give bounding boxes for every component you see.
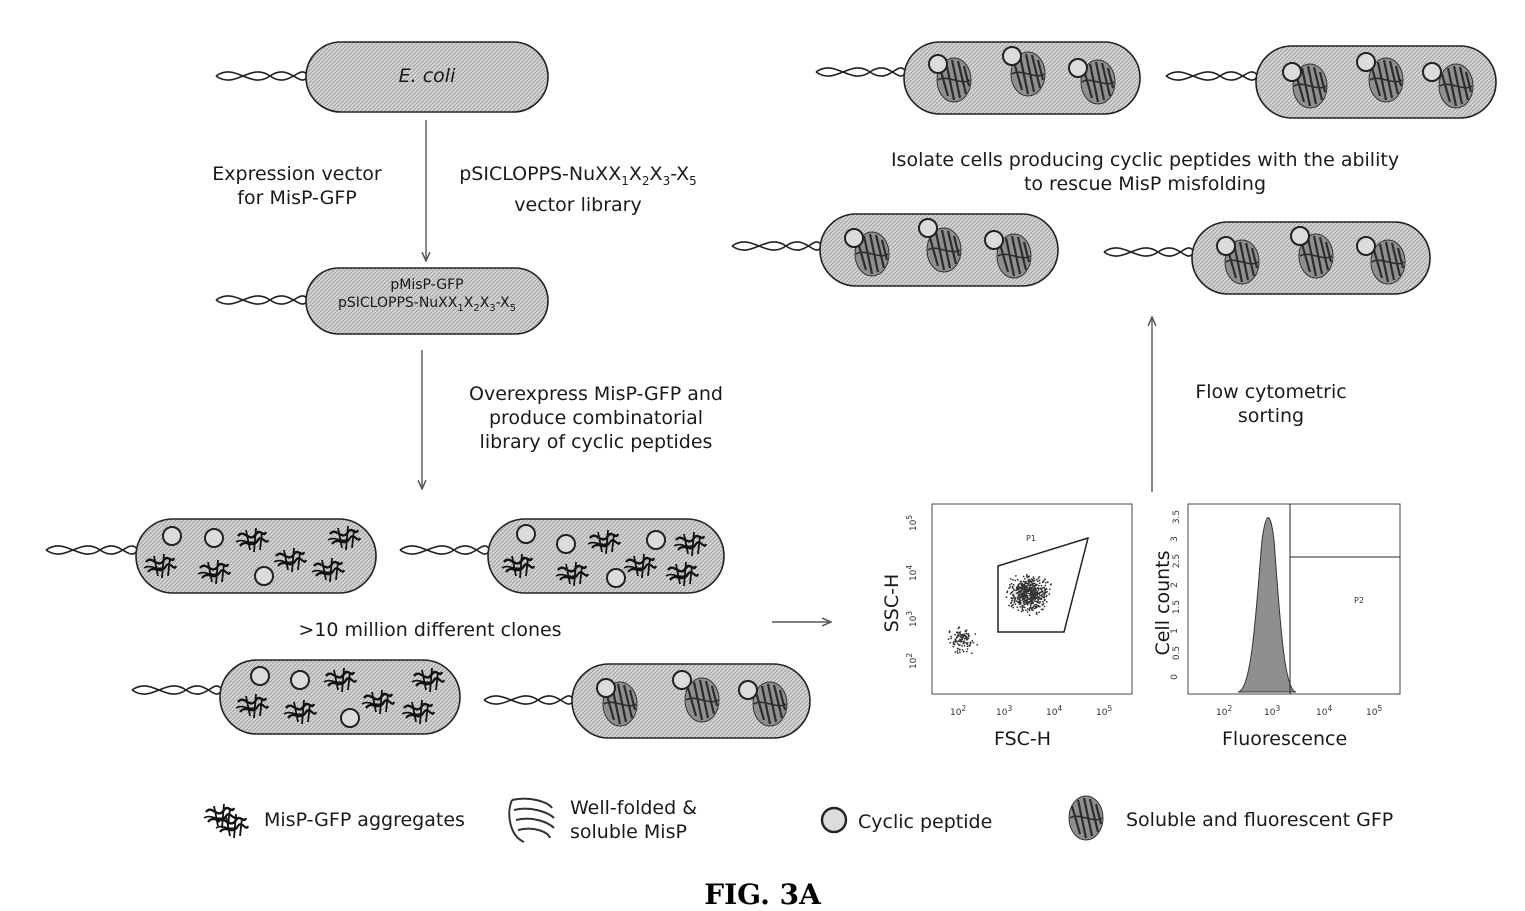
legend-gfp-text: Soluble and fluorescent GFP	[1126, 808, 1393, 832]
scatter-ylabel: SSC-H	[881, 573, 903, 633]
scatter-xtick-3: 104	[1046, 704, 1062, 718]
hist-ytick-3: 2.5	[1172, 554, 1182, 568]
scatter-xlabel: FSC-H	[994, 728, 1051, 750]
histogram-xlabel: Fluorescence	[1222, 728, 1347, 750]
plasmid-label: pMisP-GFP pSICLOPPS-NuXX1X2X3-X5	[306, 276, 548, 318]
rescued-cell-2	[1166, 46, 1496, 118]
hist-xtick-4: 105	[1366, 704, 1382, 718]
legend-well-folded-text: Well-folded & soluble MisP	[570, 796, 697, 844]
legend-well-folded-icon	[509, 799, 554, 842]
scatter-dots	[948, 574, 1052, 654]
hist-ytick-7: 0.5	[1172, 646, 1182, 660]
isolate-text: Isolate cells producing cyclic peptides …	[862, 148, 1428, 196]
hist-xtick-2: 103	[1264, 704, 1280, 718]
hist-ytick-4: 2	[1170, 582, 1180, 588]
histogram-peak	[1238, 517, 1296, 692]
legend-cyclic-icon	[822, 808, 846, 832]
scatter-xtick-4: 105	[1096, 704, 1112, 718]
scatter-xtick-1: 102	[950, 704, 966, 718]
sorting-text: Flow cytometric sorting	[1176, 380, 1366, 428]
rescued-cell-1	[816, 42, 1140, 114]
rescued-cell-4	[1104, 222, 1430, 294]
hist-ytick-2: 3	[1170, 536, 1180, 542]
scatter-ytick-3: 104	[905, 565, 919, 581]
clones-text: >10 million different clones	[250, 618, 610, 642]
rescued-cell-3	[732, 214, 1058, 286]
figure-label: FIG. 3A	[0, 878, 1525, 911]
scatter-ytick-4: 105	[905, 515, 919, 531]
hist-xtick-3: 104	[1316, 704, 1332, 718]
scatter-ytick-1: 102	[905, 653, 919, 669]
scatter-plot	[932, 504, 1132, 694]
step1-left-text: Expression vector for MisP-GFP	[190, 162, 404, 210]
legend-cyclic-text: Cyclic peptide	[858, 810, 992, 834]
gate-p2-label: P2	[1354, 596, 1364, 605]
hist-ytick-1: 3.5	[1172, 510, 1182, 524]
gate-p1-label: P1	[1026, 534, 1036, 543]
legend-aggregates-text: MisP-GFP aggregates	[264, 808, 465, 832]
step1-right-text: pSICLOPPS-NuXX1X2X3-X5 vector library	[440, 162, 716, 217]
step2-text: Overexpress MisP-GFP and produce combina…	[440, 382, 752, 454]
legend-gfp-icon	[1069, 796, 1103, 840]
histogram-plot	[1188, 504, 1400, 694]
hist-xtick-1: 102	[1216, 704, 1232, 718]
hist-ytick-5: 1.5	[1172, 600, 1182, 614]
library-cell-1	[46, 519, 376, 593]
scatter-ytick-2: 103	[905, 611, 919, 627]
hist-ytick-8: 0	[1170, 674, 1180, 680]
legend-aggregates-icon	[204, 804, 248, 838]
library-cell-3	[132, 660, 460, 734]
histogram-ylabel: Cell counts	[1152, 548, 1174, 658]
library-cell-4	[484, 664, 810, 738]
scatter-xtick-2: 103	[996, 704, 1012, 718]
hist-ytick-6: 1	[1170, 628, 1180, 634]
library-cell-2	[400, 519, 724, 593]
ecoli-label: E. coli	[306, 64, 548, 88]
gate-p1-polygon	[998, 538, 1088, 632]
